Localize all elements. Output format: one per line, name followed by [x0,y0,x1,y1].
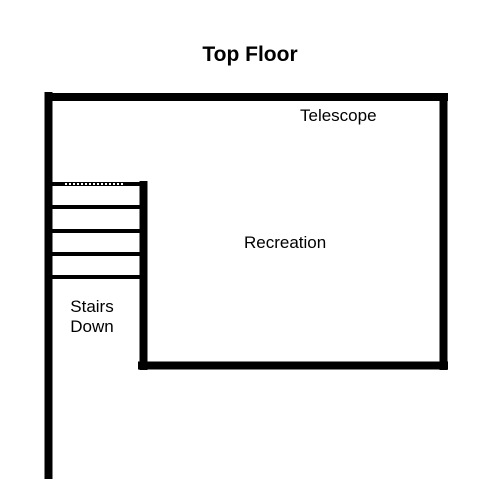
plan-title: Top Floor [202,43,298,66]
room-label-recreation: Recreation [244,233,327,252]
room-label-telescope: Telescope [300,106,377,125]
walls [44,92,448,479]
stair-treads [50,205,140,279]
stairs-label-line1: Stairs [70,297,114,316]
stairs-label-line2: Down [70,317,114,336]
stairs-down-label: Stairs Down [62,297,122,337]
